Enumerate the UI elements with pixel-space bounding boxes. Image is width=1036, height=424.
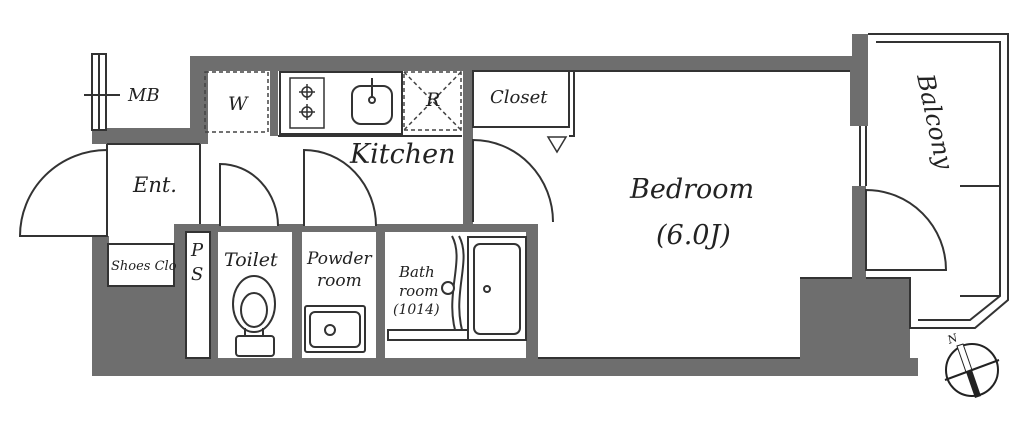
washer-space: [204, 71, 269, 133]
ps-label-p: P: [190, 240, 204, 261]
compass-icon: [944, 343, 1000, 398]
shoes-closet-label: Shoes Clo: [111, 259, 177, 274]
powder-room-label-1: Powder: [306, 249, 372, 269]
entrance-label: Ent.: [132, 173, 177, 197]
bathroom-label-1: Bath: [398, 263, 435, 281]
washer-label: W: [228, 93, 249, 115]
bathroom-label-2: room: [399, 282, 438, 300]
closet-label: Closet: [490, 87, 548, 108]
washbasin-icon: [304, 305, 366, 353]
appliance-spaces: [204, 71, 462, 133]
mb-label: MB: [127, 85, 160, 106]
thin-walls: [84, 33, 1009, 359]
toilet-label: Toilet: [224, 249, 278, 271]
toilet-icon: [232, 275, 276, 357]
doors: [18, 138, 948, 271]
sink-icon: [351, 78, 393, 125]
bedroom-size-label: (6.0J): [656, 220, 731, 251]
powder-room-label-2: room: [317, 271, 362, 291]
compass-north-label: N: [945, 331, 960, 347]
bath-partition: [387, 235, 469, 341]
bedroom-label: Bedroom: [629, 174, 754, 205]
fridge-space: [403, 71, 462, 131]
fridge-label: R: [425, 89, 440, 111]
closet-door-mark: [546, 136, 568, 154]
bathroom-size-label: (1014): [393, 302, 440, 318]
stove-icon: [289, 77, 325, 129]
kitchen-label: Kitchen: [349, 139, 456, 170]
walls: [92, 34, 918, 376]
bathtub-icon: [467, 236, 527, 341]
balcony-label: Balcony: [911, 70, 959, 172]
ps-label-s: S: [191, 264, 203, 285]
